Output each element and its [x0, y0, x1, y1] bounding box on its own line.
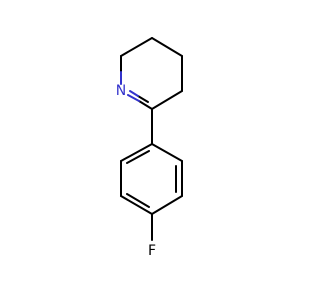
bond-ar-double-3: [126, 150, 150, 164]
bond-ar-1: [151, 143, 183, 162]
bond-ar-double-2: [126, 193, 150, 208]
bond-ar-4: [120, 195, 153, 215]
bond-c3-c4: [151, 37, 183, 57]
bond-c5-c6: [151, 90, 183, 110]
bond-c2-c3: [120, 37, 153, 57]
fluorophenyl-ring: [120, 143, 183, 215]
bond-c6-n-outer-n: [127, 94, 140, 102]
bond-c6-n-inner-n: [129, 90, 139, 97]
bond-ar-6: [120, 143, 153, 162]
fluorine-atom-label: F: [148, 243, 156, 259]
nitrogen-atom-label: N: [116, 83, 126, 99]
bond-c6-n-outer-c: [138, 100, 153, 110]
bond-c6-n-inner-c: [137, 95, 149, 103]
tetrahydropyridine-ring: [120, 37, 183, 110]
bond-ar-3: [151, 195, 183, 215]
molecule-structure-diagram: N F: [116, 37, 183, 259]
